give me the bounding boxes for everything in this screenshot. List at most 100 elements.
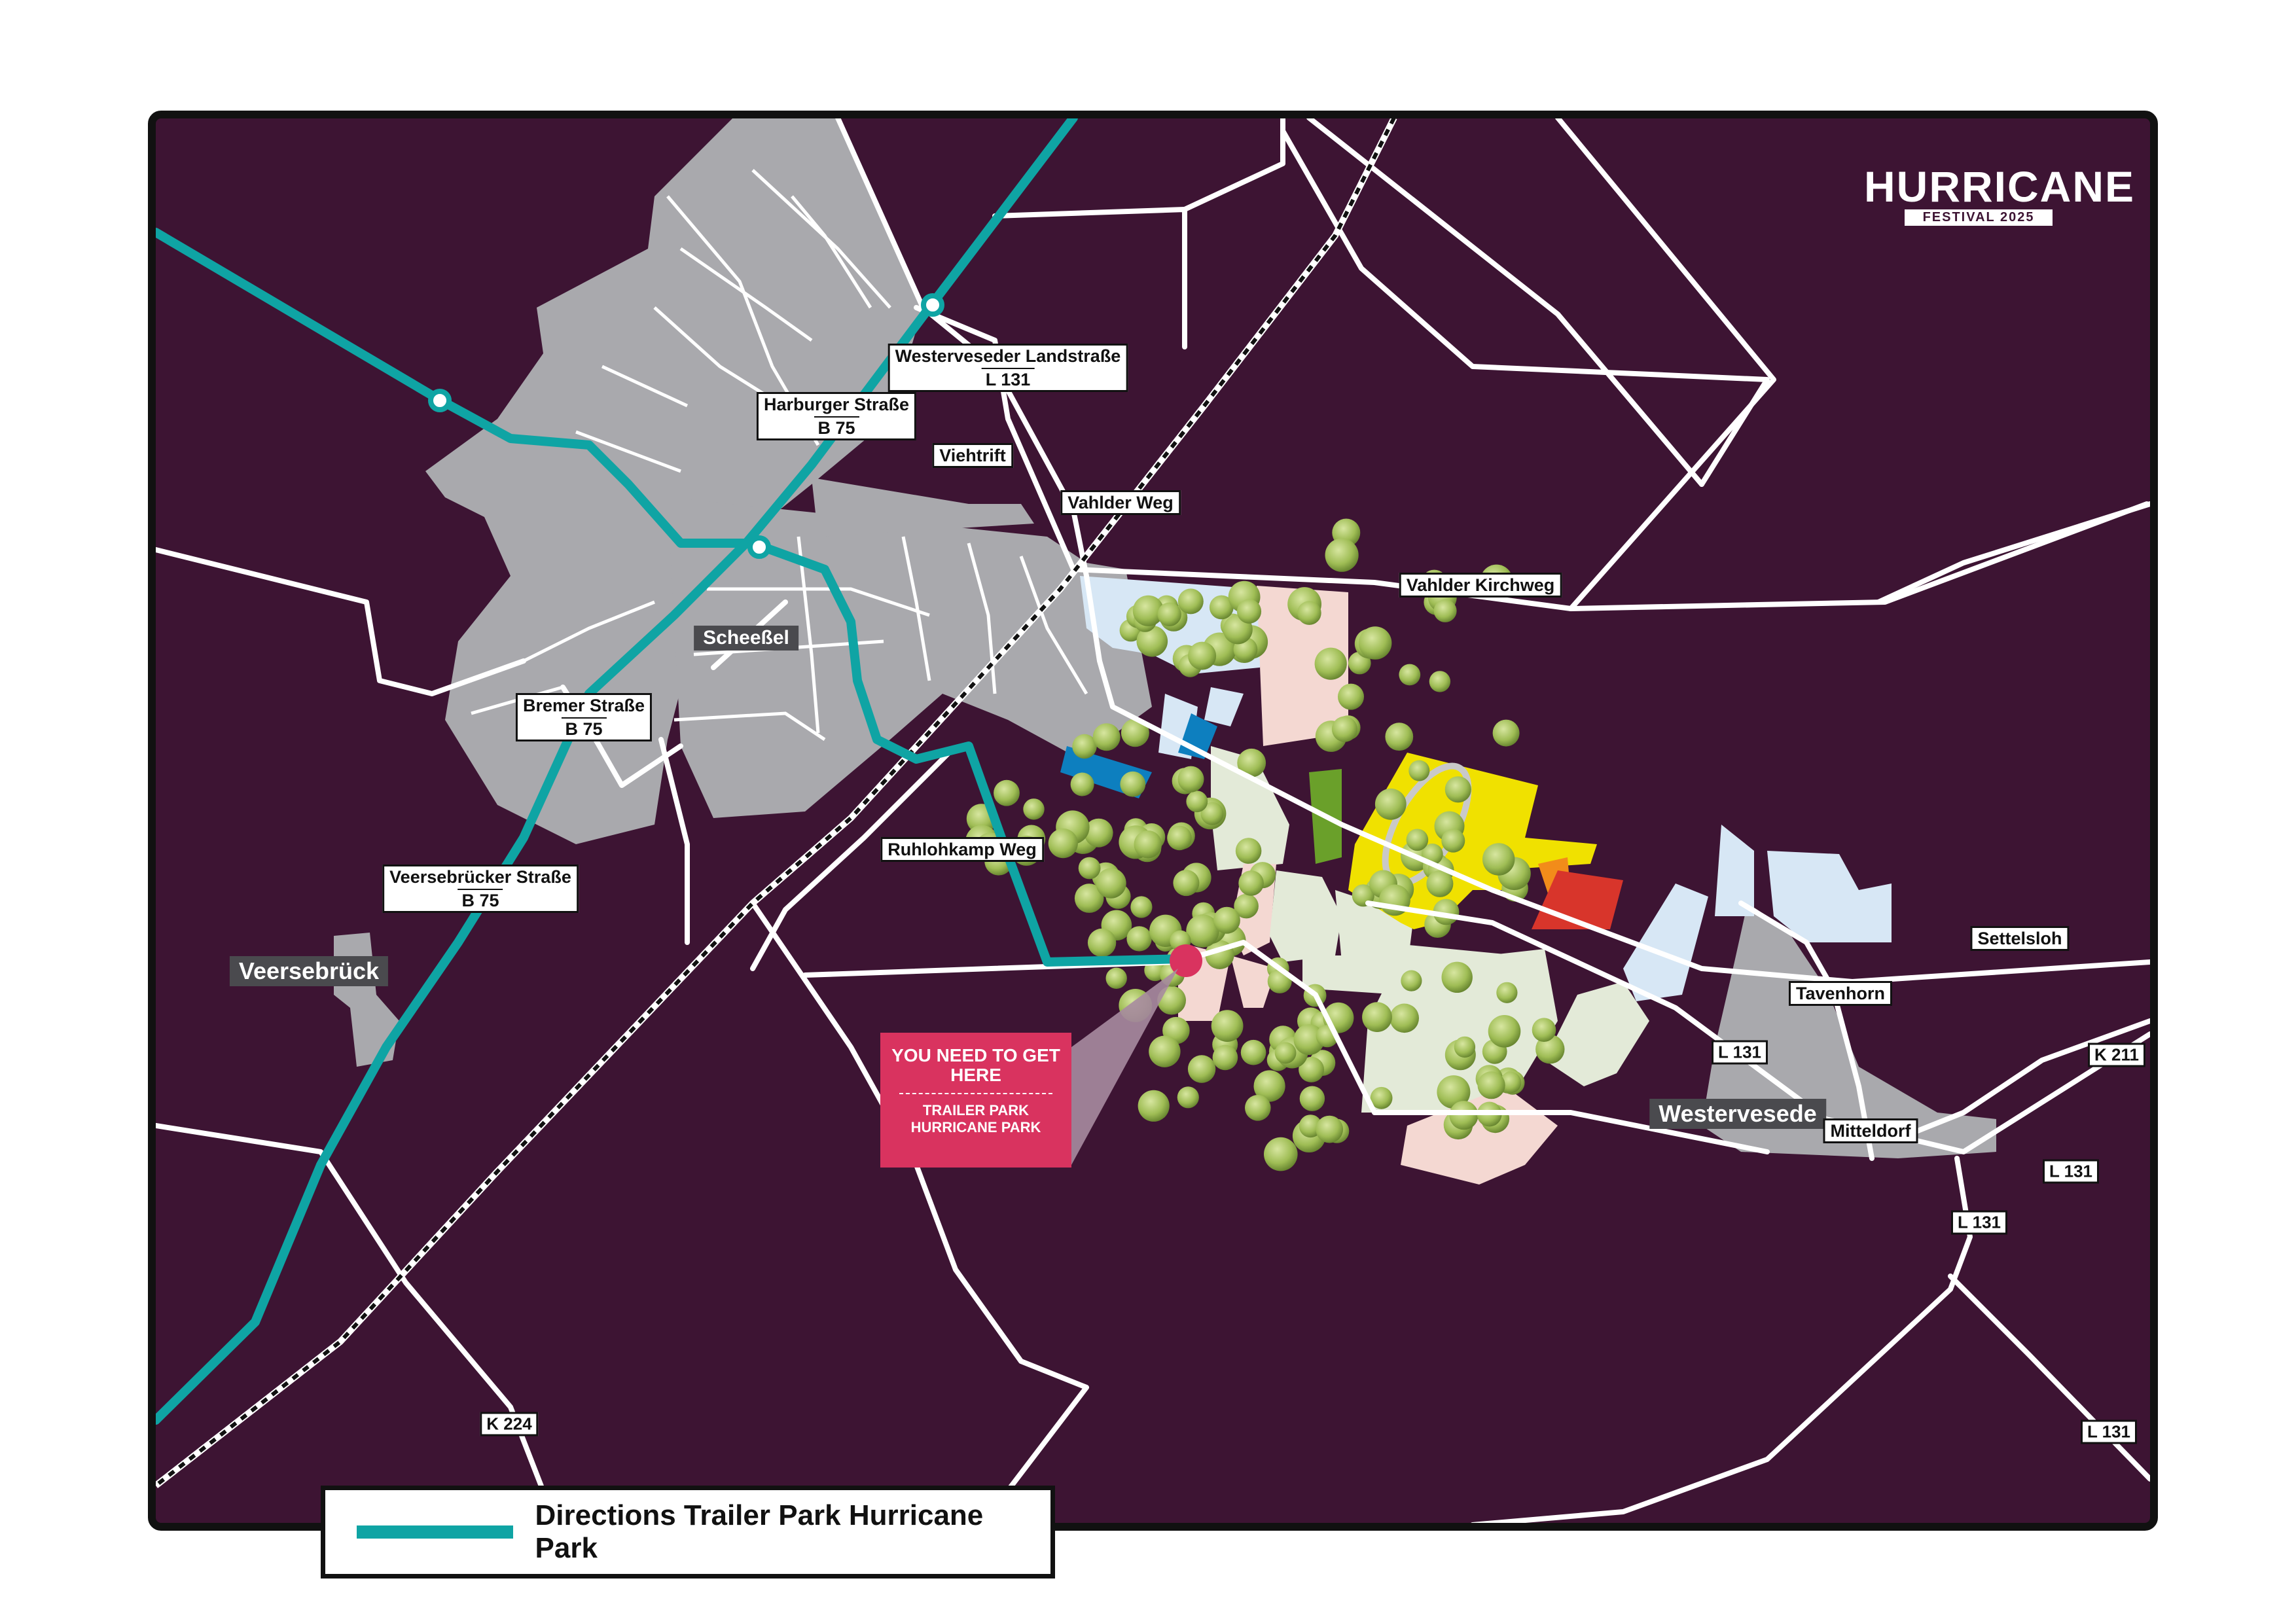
callout-pointer <box>1071 969 1178 1165</box>
tree <box>1293 1024 1325 1056</box>
road-south-3 <box>1175 940 1770 1154</box>
road-tag-l131-b: L 131 <box>2042 1159 2100 1184</box>
tree <box>1134 830 1162 859</box>
tree <box>1535 1035 1565 1064</box>
tree <box>1211 1010 1244 1042</box>
tree <box>1177 766 1204 793</box>
town-label-veersebrueck: Veersebrück <box>229 956 389 986</box>
tree <box>1454 1036 1476 1058</box>
town-area-scheessel <box>425 118 1152 844</box>
tree <box>1238 870 1264 896</box>
area-light-blue-6 <box>1767 851 1892 942</box>
tree <box>1213 906 1240 934</box>
legend-route-label: Directions Trailer Park Hurricane Park <box>535 1499 984 1564</box>
tree <box>1274 1042 1297 1064</box>
tree <box>1240 1039 1266 1065</box>
logo-subtitle: FESTIVAL 2025 <box>1904 209 2053 226</box>
street-label-tavenhorn: Tavenhorn <box>1788 981 1893 1006</box>
area-light-pink-4 <box>1230 955 1276 1008</box>
tree <box>1492 719 1520 747</box>
tree <box>1299 1056 1325 1082</box>
tree <box>1362 1002 1392 1032</box>
tree <box>1477 1071 1505 1099</box>
tree <box>1121 719 1149 747</box>
street-label-mitteldorf: Mitteldorf <box>1823 1118 1918 1143</box>
tree <box>1299 1086 1325 1111</box>
street-name: Bremer Straße <box>522 696 645 715</box>
road-tag-l131-a: L 131 <box>1711 1040 1768 1065</box>
street-name: Veersebrücker Straße <box>389 867 571 887</box>
tree <box>1188 641 1217 670</box>
road-ruhlohkamp <box>750 750 952 971</box>
callout-subtitle-line1: TRAILER PARK <box>922 1102 1030 1118</box>
tree <box>1212 1044 1238 1071</box>
tree <box>1072 734 1097 759</box>
tree <box>1433 599 1457 622</box>
tree <box>1401 970 1422 991</box>
tree <box>1120 771 1146 797</box>
tree <box>1245 1095 1271 1121</box>
tree <box>1186 914 1219 948</box>
legend: Directions Trailer Park Hurricane Park <box>321 1486 1055 1578</box>
destination-callout: YOU NEED TO GET HERE TRAILER PARK HURRIC… <box>880 1033 1071 1168</box>
tree <box>1092 723 1121 751</box>
railway <box>156 118 1397 1488</box>
tree <box>1132 595 1164 626</box>
street-label-harburger: Harburger Straße B 75 <box>756 392 917 440</box>
tree <box>1130 896 1153 918</box>
road-north-4 <box>1306 118 1704 487</box>
map-frame <box>148 111 2158 1531</box>
tree <box>1177 588 1204 615</box>
road-west <box>156 547 526 696</box>
area-light-green-1 <box>1211 746 1289 870</box>
street-code: B 75 <box>814 416 859 438</box>
town-area-westervesede <box>1702 903 1996 1158</box>
tree <box>1408 760 1430 781</box>
tree <box>1449 1101 1479 1130</box>
tree <box>1126 926 1152 952</box>
road-tag-l131-d: L 131 <box>2080 1419 2138 1444</box>
tree <box>1209 595 1234 620</box>
tree <box>1236 599 1262 624</box>
tree <box>1316 1115 1344 1143</box>
street-label-bremer: Bremer Straße B 75 <box>515 693 653 741</box>
road-tag-l131-c: L 131 <box>1950 1210 2008 1235</box>
tree <box>1048 829 1078 859</box>
tree <box>1167 825 1192 851</box>
tree <box>1070 772 1094 796</box>
tree <box>1157 602 1181 626</box>
tree <box>1096 868 1126 899</box>
tree <box>1235 838 1262 864</box>
street-label-vahlder-kirchweg: Vahlder Kirchweg <box>1399 573 1562 597</box>
area-light-blue-5 <box>1715 825 1754 916</box>
tree <box>1370 1086 1393 1109</box>
road-town-south <box>658 737 690 945</box>
tree <box>1136 626 1168 657</box>
tree <box>1390 1003 1419 1033</box>
tree <box>1374 788 1407 820</box>
tree <box>1253 1070 1285 1102</box>
street-code: B 75 <box>457 889 503 911</box>
tree <box>1385 722 1414 751</box>
callout-subtitle-line2: HURRICANE PARK <box>910 1119 1041 1135</box>
tree <box>1496 982 1518 1003</box>
area-light-green-7 <box>1545 982 1649 1086</box>
tree <box>1173 870 1200 897</box>
tree <box>1488 1015 1521 1048</box>
tree <box>1441 829 1465 853</box>
hurricane-festival-logo: HURRICANE FESTIVAL 2025 <box>1864 165 2134 226</box>
street-code: L 131 <box>981 368 1035 390</box>
roads <box>156 118 2150 1523</box>
callout-title: YOU NEED TO GET HERE <box>891 1045 1060 1085</box>
tree <box>1023 798 1045 820</box>
street-name: Harburger Straße <box>763 395 910 414</box>
road-south-2 <box>750 901 1089 1523</box>
tree <box>1105 967 1127 990</box>
street-label-westerveseder: Westerveseder Landstraße L 131 <box>888 344 1128 392</box>
tree <box>1499 1071 1522 1094</box>
tree <box>1314 647 1347 680</box>
road-k224 <box>156 1123 559 1523</box>
street-label-settelsloh: Settelsloh <box>1970 926 2070 951</box>
tree <box>1399 664 1421 686</box>
